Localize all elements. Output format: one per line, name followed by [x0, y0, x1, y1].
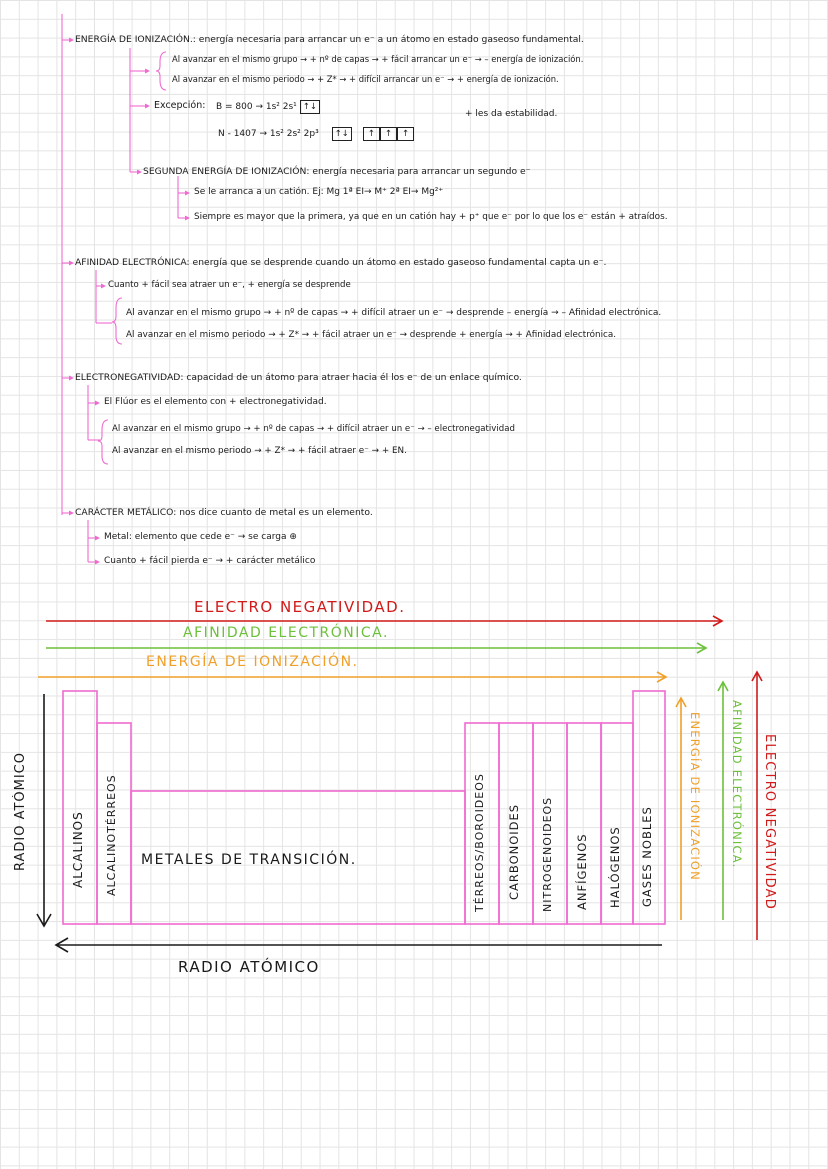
- exception-label: Excepción:: [154, 100, 206, 111]
- electroneg-fluor: El Flúor es el elemento con + electroneg…: [104, 397, 327, 407]
- metalico-easier: Cuanto + fácil pierda e⁻ → + carácter me…: [104, 556, 316, 566]
- group-gases-nobles: GASES NOBLES: [640, 806, 654, 907]
- electroneg-rule-period: Al avanzar en el mismo periodo → + Z* → …: [112, 446, 407, 456]
- label-afinidad-side: AFINIDAD ELECTRÓNICA.: [730, 700, 744, 869]
- label-electroneg-top: ELECTRO NEGATIVIDAD.: [194, 598, 406, 616]
- exception-nitrogen: N - 1407 → 1s² 2s² 2p³ ↑↓ ↑↑↑: [218, 127, 415, 141]
- exception-boron-config: B = 800 → 1s² 2s¹: [216, 102, 297, 112]
- cell-gases-nobles: [632, 690, 666, 925]
- group-transicion: METALES DE TRANSICIÓN.: [141, 852, 357, 868]
- orbital-box: ↑: [396, 127, 415, 141]
- label-ionizacion-top: ENERGÍA DE IONIZACIÓN.: [146, 654, 359, 670]
- label-ionizacion-side: ENERGÍA DE IONIZACIÓN: [688, 712, 702, 881]
- group-halogenos: HALÓGENOS: [608, 826, 622, 908]
- metalico-title: CARÁCTER METÁLICO: nos dice cuanto de me…: [75, 507, 373, 518]
- exception-note: + les da estabilidad.: [465, 109, 558, 119]
- label-radio-left: RADIO ATÓMICO: [13, 752, 28, 872]
- group-terreos: TÉRREOS/BOROIDEOS: [473, 773, 486, 912]
- second-ionization-always: Siempre es mayor que la primera, ya que …: [194, 212, 668, 222]
- group-alcalinoterreos: ALCALINOTÉRREOS: [105, 774, 118, 896]
- label-radio-bottom: RADIO ATÓMICO: [178, 958, 320, 976]
- exception-nitrogen-config: N - 1407 → 1s² 2s² 2p³: [218, 129, 319, 139]
- afinidad-easy: Cuanto + fácil sea atraer un e⁻, + energ…: [108, 280, 351, 290]
- afinidad-title: AFINIDAD ELECTRÓNICA: energía que se des…: [75, 257, 607, 268]
- label-electroneg-side: ELECTRO NEGATIVIDAD: [762, 734, 777, 910]
- second-ionization-title: SEGUNDA ENERGÍA DE IONIZACIÓN: energía n…: [143, 166, 531, 177]
- label-afinidad-top: AFINIDAD ELECTRÓNICA.: [183, 625, 389, 641]
- electroneg-rule-group: Al avanzar en el mismo grupo → + nº de c…: [112, 424, 515, 434]
- second-ionization-cation: Se le arranca a un catión. Ej: Mg 1ª EI→…: [194, 187, 444, 197]
- afinidad-rule-group: Al avanzar en el mismo grupo → + nº de c…: [126, 308, 662, 318]
- orbital-box: ↑: [379, 127, 397, 141]
- orbital-box: ↑: [362, 127, 380, 141]
- afinidad-rule-period: Al avanzar en el mismo periodo → + Z* → …: [126, 330, 617, 340]
- orbital-box: ↑↓: [331, 127, 352, 141]
- group-carbonoides: CARBONOIDES: [507, 803, 521, 900]
- ionizacion-rule-group: Al avanzar en el mismo grupo → + nº de c…: [172, 54, 584, 64]
- ionizacion-rule-period: Al avanzar en el mismo periodo → + Z* → …: [172, 74, 559, 84]
- exception-boron: B = 800 → 1s² 2s¹↑↓: [216, 100, 321, 114]
- electroneg-title: ELECTRONEGATIVIDAD: capacidad de un átom…: [75, 372, 522, 383]
- metalico-metal: Metal: elemento que cede e⁻ → se carga ⊕: [104, 532, 297, 542]
- group-anfigenos: ANFÍGENOS: [575, 833, 589, 910]
- group-alcalinos: ALCALINOS: [71, 811, 85, 888]
- ionizacion-title: ENERGÍA DE IONIZACIÓN.: energía necesari…: [75, 34, 584, 45]
- group-nitrogenoideos: NITROGENOIDEOS: [541, 796, 554, 912]
- orbital-box: ↑↓: [299, 100, 321, 114]
